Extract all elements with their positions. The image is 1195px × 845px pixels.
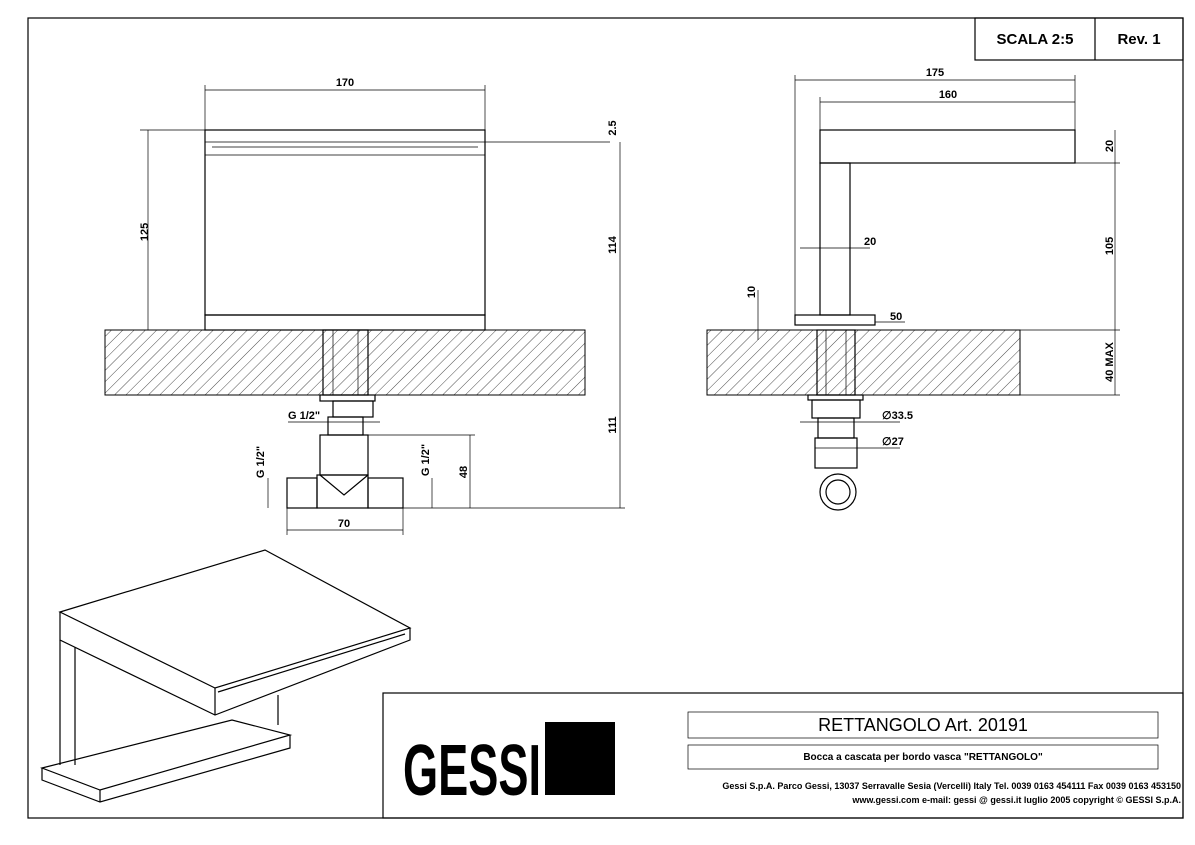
dim-width: 170 [336,77,354,89]
counter-section [104,329,586,396]
dim-height: 125 [139,223,151,241]
company-address: Gessi S.p.A. Parco Gessi, 13037 Serraval… [722,781,1181,791]
front-view: 170 125 2.5 114 111 48 70 G 1/2" G 1/2" … [104,77,625,535]
dim-tee-height: 48 [458,466,470,478]
company-contact: www.gessi.com e-mail: gessi @ gessi.it l… [852,795,1181,805]
dim-overall: 175 [926,67,944,79]
dim-column-height: 105 [1104,237,1116,255]
dim-spout-thick: 20 [1104,140,1116,152]
dim-thread-right: G 1/2" [420,444,432,476]
scale-label: SCALA 2:5 [996,30,1074,48]
dim-plate: 10 [746,286,758,298]
dim-plate-width: 50 [890,311,902,323]
dim-counter: 40 MAX [1104,341,1116,381]
dim-dia-nut: ∅33.5 [882,410,913,422]
side-view: 175 160 20 105 40 MAX 20 10 50 ∅33.5 ∅27 [706,67,1120,511]
isometric-view [40,549,412,803]
dim-body: 114 [607,235,619,254]
dim-below: 111 [607,416,619,433]
gessi-logo: GESSI [403,722,615,811]
dim-dia-pipe: ∅27 [882,436,904,448]
dim-slot: 2.5 [607,120,619,135]
product-title: RETTANGOLO Art. 20191 [818,714,1028,735]
dim-tee-width: 70 [338,518,350,530]
dim-column-width: 20 [864,236,876,248]
dim-thread-top: G 1/2" [288,410,320,422]
product-description: Bocca a cascata per bordo vasca "RETTANG… [803,751,1043,763]
title-block [382,692,1184,819]
dim-spout: 160 [939,89,957,101]
drawing-border [27,17,1184,819]
spout-body [204,129,486,316]
revision-label: Rev. 1 [1117,30,1161,48]
dim-thread-left: G 1/2" [255,446,267,478]
svg-text:GESSI: GESSI [403,731,541,811]
